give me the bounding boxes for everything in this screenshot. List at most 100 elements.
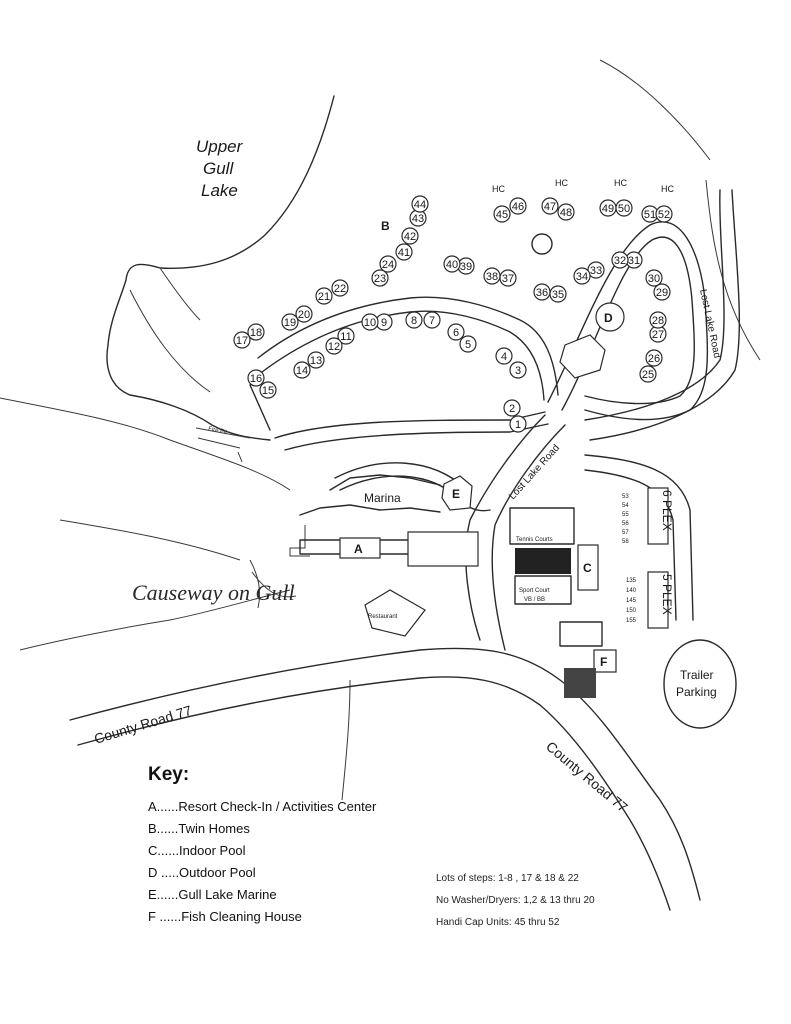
unit-18[interactable]: 18 — [247, 323, 265, 341]
unit-2[interactable]: 2 — [503, 399, 521, 417]
unit-outline — [247, 369, 265, 387]
marker-d[interactable]: D — [604, 311, 613, 325]
unit-23[interactable]: 23 — [371, 269, 389, 287]
map-key: A......Resort Check-In / Activities Cent… — [148, 796, 376, 928]
marker-b[interactable]: B — [381, 219, 390, 233]
unit-number: 41 — [398, 247, 410, 259]
unit-8[interactable]: 8 — [405, 311, 423, 329]
unit-24[interactable]: 24 — [379, 255, 397, 273]
unit-6[interactable]: 6 — [447, 323, 465, 341]
six-plex-unit: 58 — [622, 539, 629, 545]
resort-roads — [249, 189, 741, 651]
lost-lake-road-label-east: Lost Lake Road — [697, 288, 722, 359]
unit-37[interactable]: 37 — [499, 269, 517, 287]
unit-40[interactable]: 40 — [443, 255, 461, 273]
unit-28[interactable]: 28 — [649, 311, 667, 329]
unit-1[interactable]: 1 — [509, 415, 527, 433]
unit-7[interactable]: 7 — [423, 311, 441, 329]
unit-22[interactable]: 22 — [331, 279, 349, 297]
unit-outline — [361, 313, 379, 331]
marker-f[interactable]: F — [600, 655, 607, 669]
unit-45[interactable]: 45 — [493, 205, 511, 223]
unit-14[interactable]: 14 — [293, 361, 311, 379]
unit-outline — [541, 197, 559, 215]
unit-outline — [655, 205, 673, 223]
unit-number: 1 — [515, 419, 521, 431]
unit-5[interactable]: 5 — [459, 335, 477, 353]
unit-13[interactable]: 13 — [307, 351, 325, 369]
key-item: A......Resort Check-In / Activities Cent… — [148, 799, 377, 814]
lake-label-line1: Upper — [196, 137, 244, 156]
unit-number: 31 — [628, 255, 640, 267]
marker-e[interactable]: E — [452, 487, 460, 501]
unit-44[interactable]: 44 — [411, 195, 429, 213]
unit-34[interactable]: 34 — [573, 267, 591, 285]
unit-19[interactable]: 19 — [281, 313, 299, 331]
unit-39[interactable]: 39 — [457, 257, 475, 275]
unit-50[interactable]: 50 — [615, 199, 633, 217]
unit-38[interactable]: 38 — [483, 267, 501, 285]
unit-46[interactable]: 46 — [509, 197, 527, 215]
unit-3[interactable]: 3 — [509, 361, 527, 379]
unit-20[interactable]: 20 — [295, 305, 313, 323]
sport-court-area — [514, 575, 572, 605]
unit-number: 50 — [618, 203, 630, 215]
tennis-courts-area — [509, 507, 575, 545]
unit-11[interactable]: 11 — [337, 327, 355, 345]
unit-41[interactable]: 41 — [395, 243, 413, 261]
tennis-courts-label: Tennis Courts — [516, 537, 553, 543]
fish-cleaning-house — [593, 649, 617, 673]
unit-31[interactable]: 31 — [625, 251, 643, 269]
unit-52[interactable]: 52 — [655, 205, 673, 223]
unit-32[interactable]: 32 — [611, 251, 629, 269]
unit-29[interactable]: 29 — [653, 283, 671, 301]
unit-outline — [331, 279, 349, 297]
unit-number: 28 — [652, 315, 664, 327]
unit-36[interactable]: 36 — [533, 283, 551, 301]
unit-30[interactable]: 30 — [645, 269, 663, 287]
unit-43[interactable]: 43 — [409, 209, 427, 227]
marker-a[interactable]: A — [354, 542, 363, 556]
unit-51[interactable]: 51 — [641, 205, 659, 223]
unit-outline — [503, 399, 521, 417]
unit-number: 10 — [364, 317, 376, 329]
five-plex-unit-numbers: 135 140 145 150 155 — [626, 578, 637, 624]
unit-outline — [337, 327, 355, 345]
outdoor-pool — [595, 302, 625, 332]
unit-16[interactable]: 16 — [247, 369, 265, 387]
unit-26[interactable]: 26 — [645, 349, 663, 367]
unit-outline — [639, 365, 657, 383]
unit-33[interactable]: 33 — [587, 261, 605, 279]
unit-17[interactable]: 17 — [233, 331, 251, 349]
unit-48[interactable]: 48 — [557, 203, 575, 221]
unit-15[interactable]: 15 — [259, 381, 277, 399]
unit-12[interactable]: 12 — [325, 337, 343, 355]
unit-35[interactable]: 35 — [549, 285, 567, 303]
unit-25[interactable]: 25 — [639, 365, 657, 383]
marker-c[interactable]: C — [583, 561, 592, 575]
unit-49[interactable]: 49 — [599, 199, 617, 217]
unit-number: 13 — [310, 355, 322, 367]
unit-outline — [247, 323, 265, 341]
key-item: F ......Fish Cleaning House — [148, 909, 302, 924]
unit-outline — [307, 351, 325, 369]
five-plex-unit: 155 — [626, 618, 637, 624]
unit-4[interactable]: 4 — [495, 347, 513, 365]
indoor-pool-building — [577, 544, 599, 591]
unit-outline — [649, 311, 667, 329]
six-plex-unit: 54 — [622, 503, 629, 509]
unit-10[interactable]: 10 — [361, 313, 379, 331]
unit-outline — [495, 347, 513, 365]
six-plex-unit-numbers: 53 54 55 56 57 58 — [622, 494, 629, 545]
unit-47[interactable]: 47 — [541, 197, 559, 215]
unit-outline — [447, 323, 465, 341]
note-steps: Lots of steps: 1-8 , 17 & 18 & 22 — [436, 873, 579, 884]
trailer-parking-lot — [663, 639, 737, 729]
unit-number: 45 — [496, 209, 508, 221]
fish-cleaning-pad — [564, 668, 596, 698]
county-road-label-east: County Road 77 — [543, 738, 631, 815]
marine-building — [441, 475, 473, 511]
unit-21[interactable]: 21 — [315, 287, 333, 305]
unit-42[interactable]: 42 — [401, 227, 419, 245]
unit-number: 22 — [334, 283, 346, 295]
